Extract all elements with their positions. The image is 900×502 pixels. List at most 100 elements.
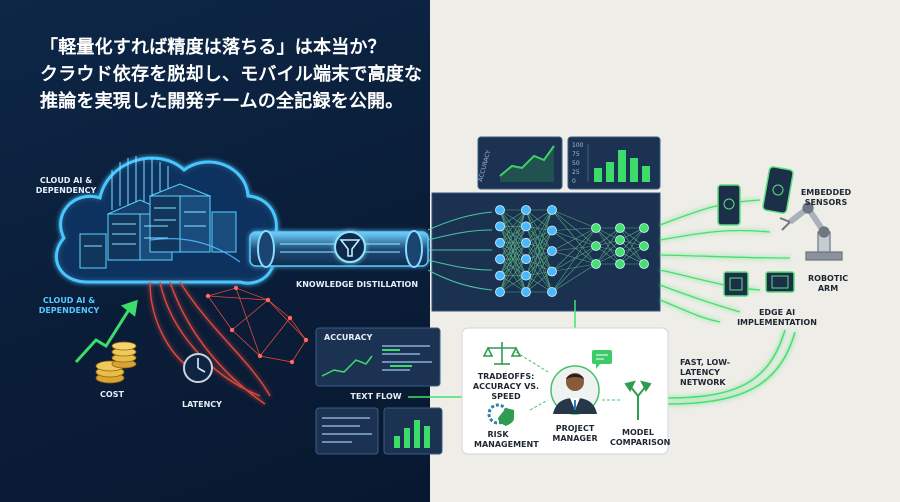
network-curve (667, 329, 796, 405)
lower-bar-chart-panel (383, 407, 443, 455)
nn-connection (551, 245, 597, 293)
nn-connection (525, 209, 553, 272)
nn-connection (525, 250, 553, 293)
nn-node (547, 246, 557, 256)
nn-connection (525, 209, 553, 252)
nn-connection (619, 245, 645, 265)
cloud-dependency-label-bottom: CLOUD AI & DEPENDENCY (38, 296, 100, 315)
nn-node (639, 241, 649, 251)
network-label: FAST, LOW-LATENCY NETWORK (680, 358, 731, 387)
nn-connection (619, 227, 645, 265)
nn-connection (525, 226, 553, 272)
nn-connection (551, 209, 597, 265)
red-mesh-network (207, 287, 307, 363)
nn-node (547, 205, 557, 215)
lower-code-panel (315, 407, 379, 455)
headline-line-3: 推論を実現した開発チームの全記録を公開。 (40, 91, 404, 112)
nn-connection (499, 226, 527, 293)
bar-chart-ticks: 100 75 50 25 0 (572, 142, 584, 185)
cost-label: COST (100, 390, 124, 399)
nn-node (495, 221, 505, 232)
scales-icon (482, 342, 522, 365)
nn-connection (595, 245, 621, 265)
clock-icon (183, 353, 213, 383)
blue-stream-lines (149, 238, 241, 263)
accuracy-line-chart-panel (477, 136, 563, 190)
nn-connection (619, 239, 645, 265)
edge-ai-label: EDGE AI IMPLEMENTATION (737, 308, 817, 327)
knowledge-distillation-label: KNOWLEDGE DISTILLATION (296, 280, 419, 289)
nn-connection (551, 245, 597, 272)
nn-node (521, 270, 531, 281)
nn-connection (525, 230, 553, 260)
accuracy-panel-label: ACCURACY (324, 333, 373, 342)
bar-chart-tick-label: 25 (572, 169, 580, 176)
nn-connection (551, 250, 597, 265)
nn-node (615, 247, 625, 257)
nn-connection (499, 209, 527, 227)
nn-connection (619, 227, 645, 247)
nn-node (615, 223, 625, 233)
nn-connection (551, 227, 597, 231)
nn-connection (551, 227, 597, 293)
cloud-dependency-label-top: CLOUD AI & DEPENDENCY (35, 176, 97, 195)
nn-node (547, 287, 557, 297)
coin-stack-icon (95, 341, 137, 384)
headline-line-2: クラウド依存を脱却し、モバイル端末で高度な (40, 64, 423, 85)
bar-chart-tick-label: 100 (572, 142, 584, 149)
green-output-lines (659, 199, 791, 323)
nn-node (615, 235, 625, 245)
nn-connection (499, 209, 527, 260)
nn-connection (525, 209, 553, 276)
text-flow-label: TEXT FLOW (350, 392, 402, 401)
nn-node (547, 225, 557, 236)
nn-connection (525, 209, 553, 260)
nn-node (591, 223, 601, 233)
gear-shield-icon (487, 403, 514, 426)
nn-node (521, 237, 531, 248)
model-comparison-label: MODEL COMPARISON (610, 428, 671, 447)
nn-connection (595, 227, 621, 265)
server-rack-icon (79, 183, 237, 269)
nn-node (591, 241, 601, 251)
nn-connection (595, 239, 621, 265)
headline: 「軽量化すれば精度は落ちる」は本当か？ クラウド依存を脱却し、モバイル端末で高度… (40, 34, 430, 115)
tradeoffs-label: TRADEOFFS: ACCURACY vs. SPEED (472, 372, 540, 401)
nn-node (547, 266, 557, 277)
funnel-icon (334, 231, 366, 263)
nn-connection (525, 209, 553, 227)
project-manager-label: PROJECT MANAGER (552, 424, 598, 443)
nn-connection (595, 227, 621, 253)
nn-node (495, 237, 505, 248)
robotic-arm-icon (779, 202, 843, 261)
accuracy-code-panel (315, 327, 441, 387)
risk-management-label: RISK MANAGEMENT (474, 430, 539, 449)
nn-node (521, 287, 531, 297)
person-icon (550, 365, 600, 415)
nn-connection (525, 226, 553, 252)
nn-connection (525, 230, 553, 293)
nn-connection (551, 263, 597, 293)
nn-connection (551, 227, 597, 252)
bar-chart-tick-label: 50 (572, 160, 580, 167)
nn-connection (525, 209, 553, 231)
neural-network-connections (499, 209, 645, 293)
bar-chart-tick-label: 75 (572, 151, 580, 158)
smartphone-icon (717, 166, 794, 226)
neural-network-panel (431, 192, 661, 312)
nn-connection (499, 259, 527, 293)
latency-label: LATENCY (182, 400, 222, 409)
nn-node (521, 221, 531, 232)
network-input-lines (427, 211, 493, 291)
growth-arrow (74, 299, 138, 364)
nn-connection (525, 242, 553, 272)
bar-chart-panel (567, 136, 661, 190)
embedded-sensors-label: EMBEDDED SENSORS (800, 188, 852, 207)
nn-node (495, 205, 505, 215)
bar-chart-tick-label: 0 (572, 178, 576, 185)
nn-connection (499, 209, 527, 293)
robotic-arm-label: ROBOTIC ARM (808, 274, 849, 293)
nn-connection (551, 245, 597, 252)
nn-connection (499, 209, 527, 243)
